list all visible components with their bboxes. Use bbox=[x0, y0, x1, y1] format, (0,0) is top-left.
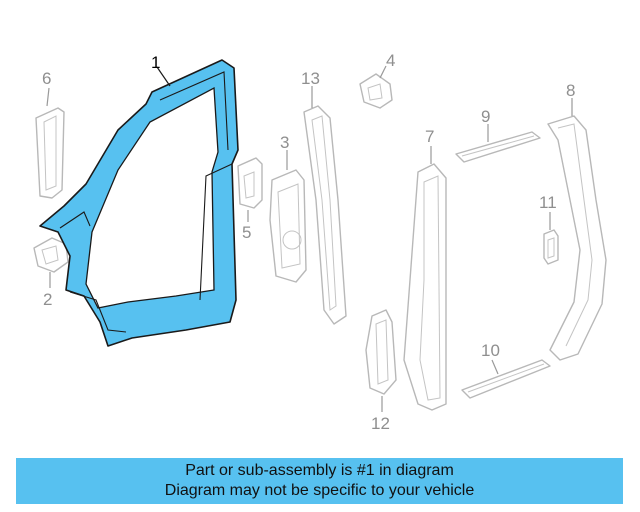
callout-1: 1 bbox=[151, 53, 160, 72]
part-1-door-frame: 1 bbox=[39, 53, 239, 347]
part-13: 13 bbox=[301, 69, 347, 325]
part-4: 4 bbox=[359, 51, 395, 109]
callout-13: 13 bbox=[301, 69, 320, 88]
part-6: 6 bbox=[35, 69, 65, 199]
info-banner: Part or sub-assembly is #1 in diagram Di… bbox=[16, 458, 623, 504]
part-9: 9 bbox=[455, 107, 541, 163]
callout-8: 8 bbox=[566, 81, 575, 100]
callout-5: 5 bbox=[242, 223, 251, 242]
banner-line-2: Diagram may not be specific to your vehi… bbox=[164, 482, 475, 499]
parts-diagram: 6 2 1 5 3 13 bbox=[33, 51, 607, 433]
callout-7: 7 bbox=[425, 127, 434, 146]
part-12: 12 bbox=[365, 309, 397, 433]
part-2: 2 bbox=[33, 237, 69, 309]
callout-9: 9 bbox=[481, 107, 490, 126]
callout-6: 6 bbox=[42, 69, 51, 88]
callout-10: 10 bbox=[481, 341, 500, 360]
part-10: 10 bbox=[461, 341, 551, 399]
part-7: 7 bbox=[403, 127, 447, 411]
part-5: 5 bbox=[237, 157, 263, 242]
callout-2: 2 bbox=[43, 290, 52, 309]
part-8: 8 bbox=[547, 81, 607, 361]
callout-4: 4 bbox=[386, 51, 395, 70]
part-3: 3 bbox=[269, 133, 307, 283]
callout-11: 11 bbox=[539, 193, 557, 212]
callout-3: 3 bbox=[280, 133, 289, 152]
banner-line-1: Part or sub-assembly is #1 in diagram bbox=[185, 462, 454, 479]
part-11: 11 bbox=[539, 193, 559, 265]
callout-12: 12 bbox=[371, 414, 390, 433]
